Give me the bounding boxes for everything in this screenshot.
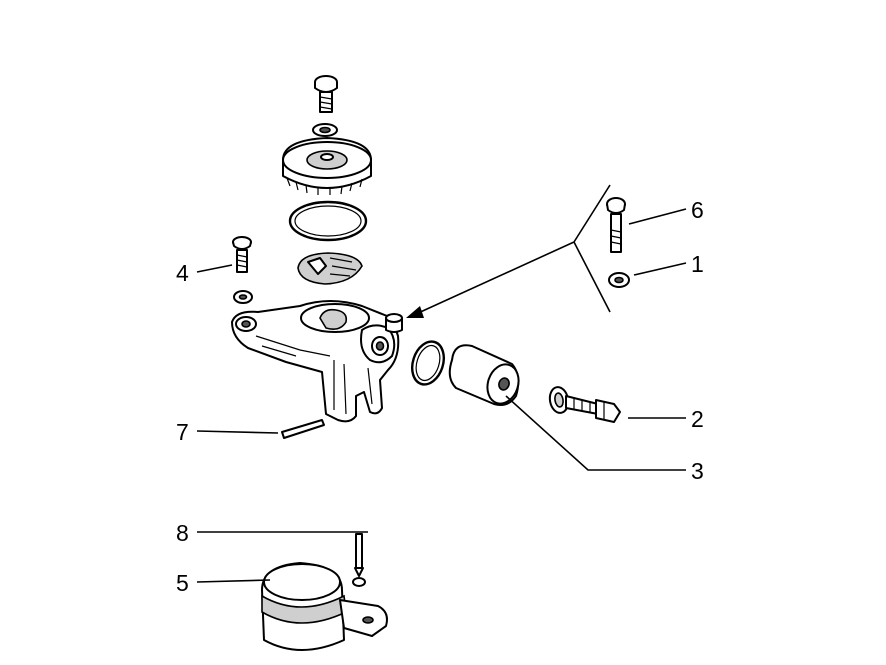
diaphragm (297, 252, 363, 285)
top-washer (312, 123, 338, 137)
pin-part-7 (281, 419, 325, 439)
float-bowl-part-5 (261, 562, 388, 651)
carburetor-body (231, 300, 403, 423)
leader-lines (196, 208, 687, 583)
callout-1: 1 (691, 251, 704, 277)
o-ring-seal (288, 200, 368, 242)
screw-part-4 (232, 236, 252, 273)
banjo-bolt-part-2 (548, 386, 621, 423)
filter-cylinder-part-3 (448, 344, 520, 406)
callout-7: 7 (176, 419, 189, 445)
assembly-arrow (406, 184, 611, 318)
callout-2: 2 (691, 406, 704, 432)
callout-4: 4 (176, 260, 189, 286)
callout-3: 3 (691, 458, 704, 484)
top-screw (314, 75, 338, 113)
float-needle-part-8 (352, 533, 366, 587)
callout-6: 6 (691, 197, 704, 223)
left-washer (233, 290, 253, 304)
filter-o-ring (410, 340, 446, 386)
screw-part-6 (606, 197, 626, 253)
callout-5: 5 (176, 570, 189, 596)
washer-part-1 (608, 272, 630, 288)
cover-cap (282, 137, 372, 195)
callout-8: 8 (176, 520, 189, 546)
